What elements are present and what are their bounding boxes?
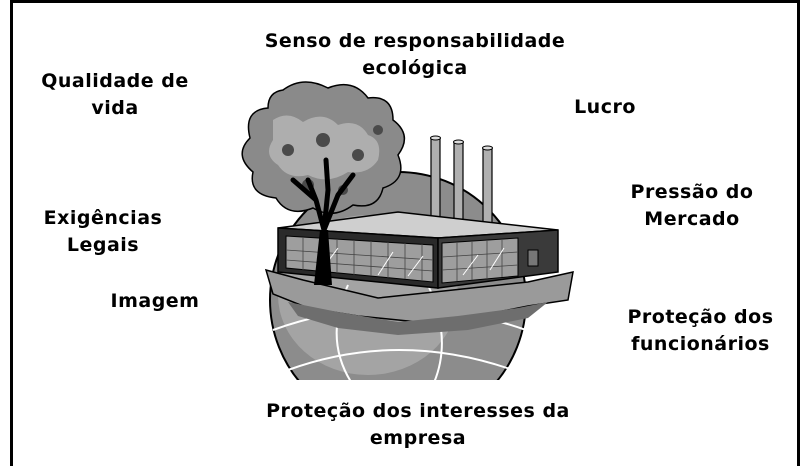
smokestack-icon [430, 135, 493, 225]
label-company-interests: Proteção dos interesses da empresa [248, 398, 588, 452]
label-ecological-responsibility: Senso de responsabilidade ecológica [250, 28, 580, 82]
label-legal-requirements: Exigências Legais [28, 205, 178, 259]
label-line: Mercado [644, 208, 740, 230]
ground-slab [264, 268, 574, 335]
factory-on-globe-illustration [241, 81, 574, 385]
label-line: Imagem [110, 290, 200, 312]
label-line: Pressão do [630, 181, 754, 203]
label-line: ecológica [362, 57, 468, 79]
label-employee-protection: Proteção dos funcionários [613, 304, 788, 358]
tree-icon [241, 81, 406, 285]
label-quality-of-life: Qualidade de vida [30, 68, 200, 122]
label-line: Exigências [43, 207, 163, 229]
label-line: vida [91, 97, 139, 119]
label-line: empresa [369, 427, 467, 449]
label-image: Imagem [100, 288, 210, 315]
label-line: Senso de responsabilidade [264, 30, 566, 52]
label-line: funcionários [631, 333, 770, 355]
label-line: Qualidade de [41, 70, 189, 92]
label-line: Proteção dos [627, 306, 774, 328]
label-line: Legais [66, 234, 140, 256]
label-line: Lucro [574, 96, 636, 118]
label-profit: Lucro [560, 94, 650, 121]
diagram-frame [10, 0, 800, 466]
label-market-pressure: Pressão do Mercado [617, 179, 767, 233]
label-line: Proteção dos interesses da [266, 400, 570, 422]
